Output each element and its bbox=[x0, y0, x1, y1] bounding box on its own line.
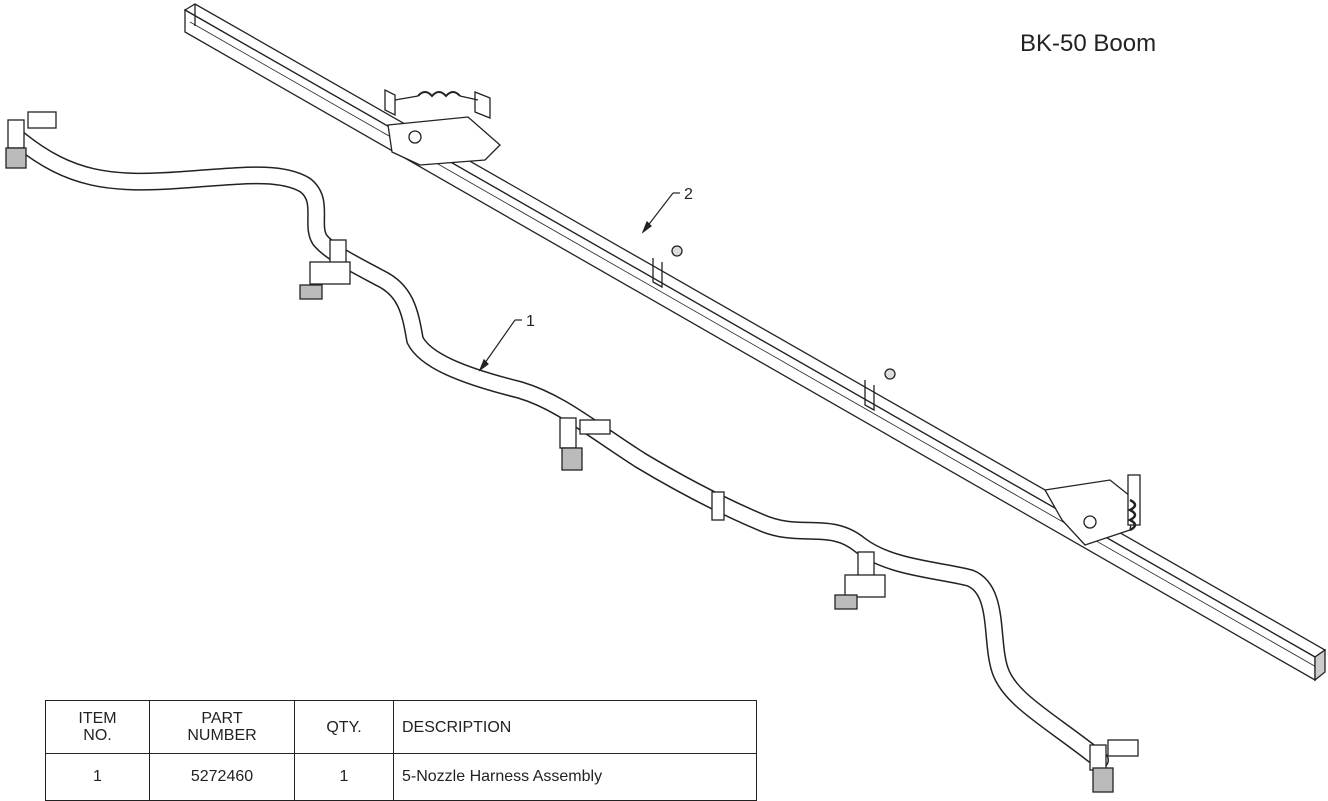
boom-tube bbox=[183, 3, 1327, 682]
part-number-cell: 5272460 bbox=[149, 753, 295, 801]
nozzle-bodies bbox=[5, 111, 1139, 793]
inlet-fitting bbox=[711, 491, 725, 521]
nozzle-4 bbox=[834, 551, 886, 610]
callout-2: 2 bbox=[684, 186, 693, 203]
nozzle-harness bbox=[11, 131, 1109, 769]
header-qty: QTY. bbox=[294, 700, 394, 754]
callout-1: 1 bbox=[526, 313, 535, 330]
nozzle-5 bbox=[1089, 739, 1139, 793]
callout-leader-2 bbox=[641, 192, 680, 234]
nozzle-1 bbox=[5, 111, 57, 169]
callout-leader-1 bbox=[478, 319, 522, 372]
table-row: 1 5272460 1 5-Nozzle Harness Assembly bbox=[45, 753, 757, 801]
description-cell: 5-Nozzle Harness Assembly bbox=[393, 753, 757, 801]
left-mount-bracket bbox=[384, 88, 501, 166]
nozzle-2 bbox=[299, 239, 351, 300]
nozzle-3 bbox=[559, 417, 611, 471]
item-cell: 1 bbox=[45, 753, 150, 801]
qty-cell: 1 bbox=[294, 753, 394, 801]
header-description: DESCRIPTION bbox=[393, 700, 757, 754]
right-mount-bracket bbox=[1043, 474, 1141, 546]
drawing-title: BK-50 Boom bbox=[1020, 30, 1157, 57]
